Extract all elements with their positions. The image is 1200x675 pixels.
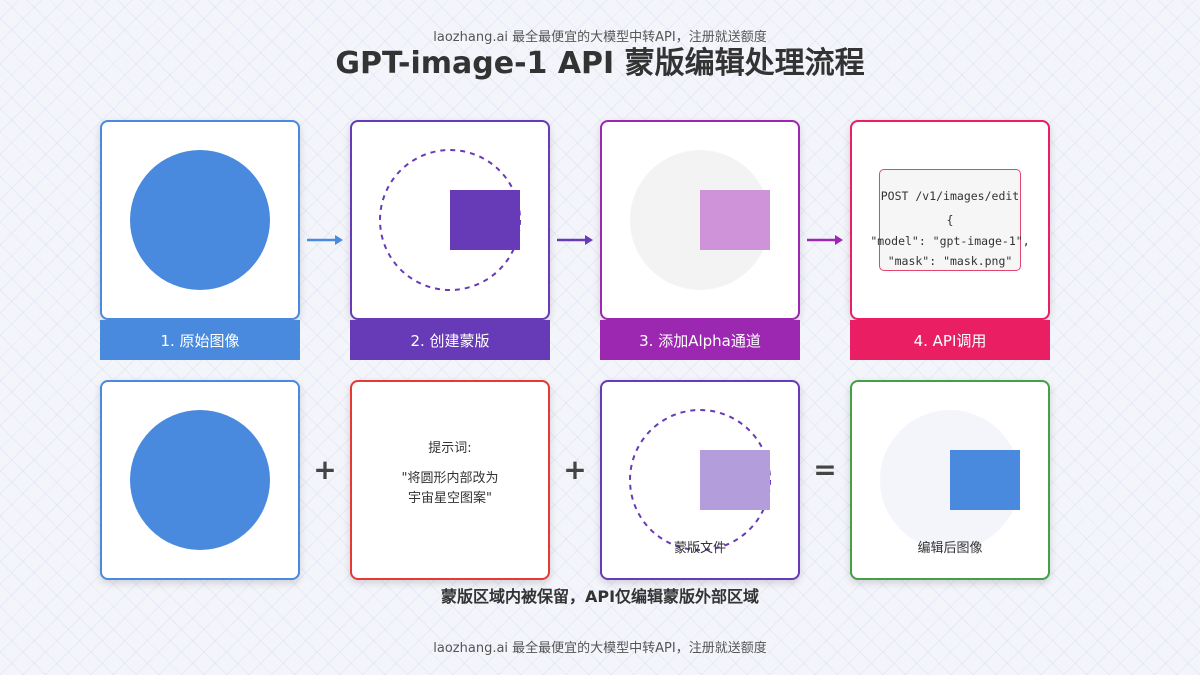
alpha-channel-card: [600, 120, 800, 320]
equals-operator: =: [813, 453, 837, 486]
mask-file-caption: 蒙版文件: [673, 541, 726, 556]
edited-image-card: [850, 380, 1050, 580]
mask-file-rectangle: [700, 450, 770, 510]
code-line-brace: {: [946, 213, 954, 227]
input-image-card: [100, 380, 300, 580]
prompt-title: 提示词:: [428, 441, 472, 456]
mask-dashed-circle: [379, 149, 521, 291]
code-line-mask: "mask": "mask.png": [887, 254, 1013, 268]
input-circle: [130, 410, 270, 550]
step-1-label: 1. 原始图像: [100, 320, 300, 360]
arrow-right-icon: [557, 235, 593, 245]
api-code-box: [879, 169, 1021, 271]
code-line-endpoint: POST /v1/images/edit: [880, 189, 1020, 203]
mask-rectangle: [450, 190, 520, 250]
mask-file-card: [600, 380, 800, 580]
footnote: 蒙版区域内被保留，API仅编辑蒙版外部区域: [440, 587, 760, 606]
alpha-rectangle: [700, 190, 770, 250]
original-circle: [130, 150, 270, 290]
step-2-label: 2. 创建蒙版: [350, 320, 550, 360]
prompt-card: [350, 380, 550, 580]
step-3-label: 3. 添加Alpha通道: [600, 320, 800, 360]
original-image-card: [100, 120, 300, 320]
edited-image-caption: 编辑后图像: [917, 541, 983, 556]
watermark-top: laozhang.ai 最全最便宜的大模型中转API，注册就送额度: [433, 30, 767, 45]
arrow-right-icon: [807, 235, 843, 245]
step-4-label: 4. API调用: [850, 320, 1050, 360]
arrow-right-icon: [307, 235, 343, 245]
mask-file-dashed-circle: [629, 409, 771, 551]
plus-operator: +: [563, 453, 587, 486]
edited-rectangle: [950, 450, 1020, 510]
code-line-model: "model": "gpt-image-1",: [870, 234, 1030, 248]
prompt-line-2: 宇宙星空图案": [408, 491, 492, 506]
plus-operator: +: [313, 453, 337, 486]
page-title: GPT-image-1 API 蒙版编辑处理流程: [335, 46, 865, 81]
prompt-line-1: "将圆形内部改为: [401, 471, 499, 486]
watermark-bottom: laozhang.ai 最全最便宜的大模型中转API，注册就送额度: [433, 641, 767, 656]
create-mask-card: [350, 120, 550, 320]
